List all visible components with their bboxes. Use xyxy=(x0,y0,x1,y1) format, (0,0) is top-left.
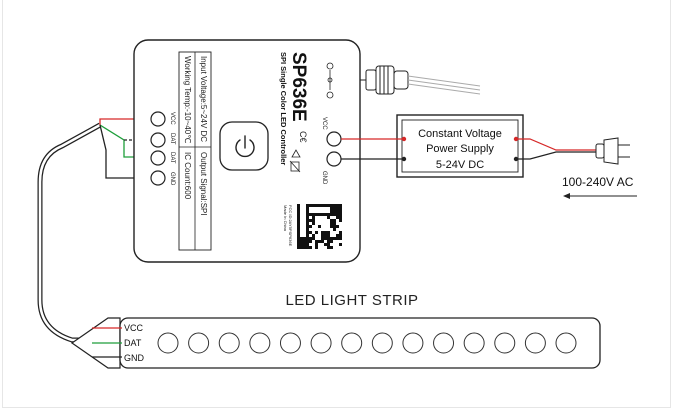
dc-polarity-icon xyxy=(326,62,334,99)
led-chip xyxy=(157,332,179,354)
led-chip xyxy=(402,332,424,354)
terminal-gnd-in xyxy=(150,170,166,186)
strip-label-dat: DAT xyxy=(124,338,142,348)
terminal-label-dat-2: DAT xyxy=(169,152,175,164)
terminal-vcc-in xyxy=(150,111,166,127)
bin-icon xyxy=(289,160,301,173)
psu-line1: Constant Voltage xyxy=(418,128,502,140)
qr-code xyxy=(297,204,342,249)
led-chip xyxy=(524,332,546,354)
controller-model: SP636E xyxy=(288,52,309,122)
power-button xyxy=(219,121,269,171)
led-chip xyxy=(249,332,271,354)
spec-output-signal: Output Signal:SPI xyxy=(199,152,208,216)
psu-input-wires xyxy=(513,136,596,162)
controller-box: Input Voltage:5~24V DC Working Temp:-10~… xyxy=(133,39,361,263)
led-chips xyxy=(157,332,577,354)
controller-subtitle: SPI Single Color LED Controller xyxy=(279,52,288,165)
strip-label-vcc: VCC xyxy=(124,323,144,333)
power-supply: Constant Voltage Power Supply 5-24V DC xyxy=(396,114,524,178)
strip-title: LED LIGHT STRIP xyxy=(285,292,418,309)
strip-label-gnd: GND xyxy=(124,353,145,363)
led-chip xyxy=(341,332,363,354)
strip-cable xyxy=(37,122,108,343)
led-chip xyxy=(371,332,393,354)
power-terminal-label-vcc: VCC xyxy=(321,117,327,130)
power-icon xyxy=(235,139,255,158)
terminal-gnd-power xyxy=(326,151,342,167)
terminal-dat-in-1 xyxy=(150,132,166,148)
left-terminal-block xyxy=(150,111,166,186)
psu-line2: Power Supply xyxy=(426,143,494,155)
led-strip: VCC DAT GND xyxy=(70,317,601,369)
led-chip xyxy=(555,332,577,354)
gnd-wire xyxy=(99,124,151,179)
spec-ic-count: IC Count:600 xyxy=(183,152,192,200)
mains-voltage-label: 100-240V AC xyxy=(562,175,634,189)
right-terminal-block xyxy=(326,131,342,167)
led-chip xyxy=(188,332,210,354)
led-chip xyxy=(279,332,301,354)
spec-input-voltage: Input Voltage:5~24V DC xyxy=(199,56,208,142)
strip-wires xyxy=(92,327,122,358)
led-chip xyxy=(310,332,332,354)
led-chip xyxy=(463,332,485,354)
mains-arrow xyxy=(563,193,637,199)
terminal-label-vcc: VCC xyxy=(169,112,175,125)
led-chip xyxy=(494,332,516,354)
dc-jack xyxy=(360,65,481,95)
fcc-id: FCC ID:2AY5PSP636E xyxy=(288,205,293,247)
cert-marks: C€ xyxy=(298,131,308,143)
led-chip xyxy=(218,332,240,354)
made-in: Made In China xyxy=(283,205,288,232)
terminal-label-gnd: GND xyxy=(169,172,175,186)
psu-line3: 5-24V DC xyxy=(436,159,484,171)
power-terminal-label-gnd: GND xyxy=(321,171,327,185)
terminal-vcc-power xyxy=(326,131,342,147)
terminal-label-dat-1: DAT xyxy=(169,133,175,145)
terminal-dat-in-2 xyxy=(150,150,166,166)
mains-plug xyxy=(595,137,630,165)
led-chip xyxy=(433,332,455,354)
spec-working-temp: Working Temp:-10~40℃ xyxy=(183,56,192,143)
psu-output-wires xyxy=(341,136,407,162)
recycle-icon xyxy=(291,149,301,158)
